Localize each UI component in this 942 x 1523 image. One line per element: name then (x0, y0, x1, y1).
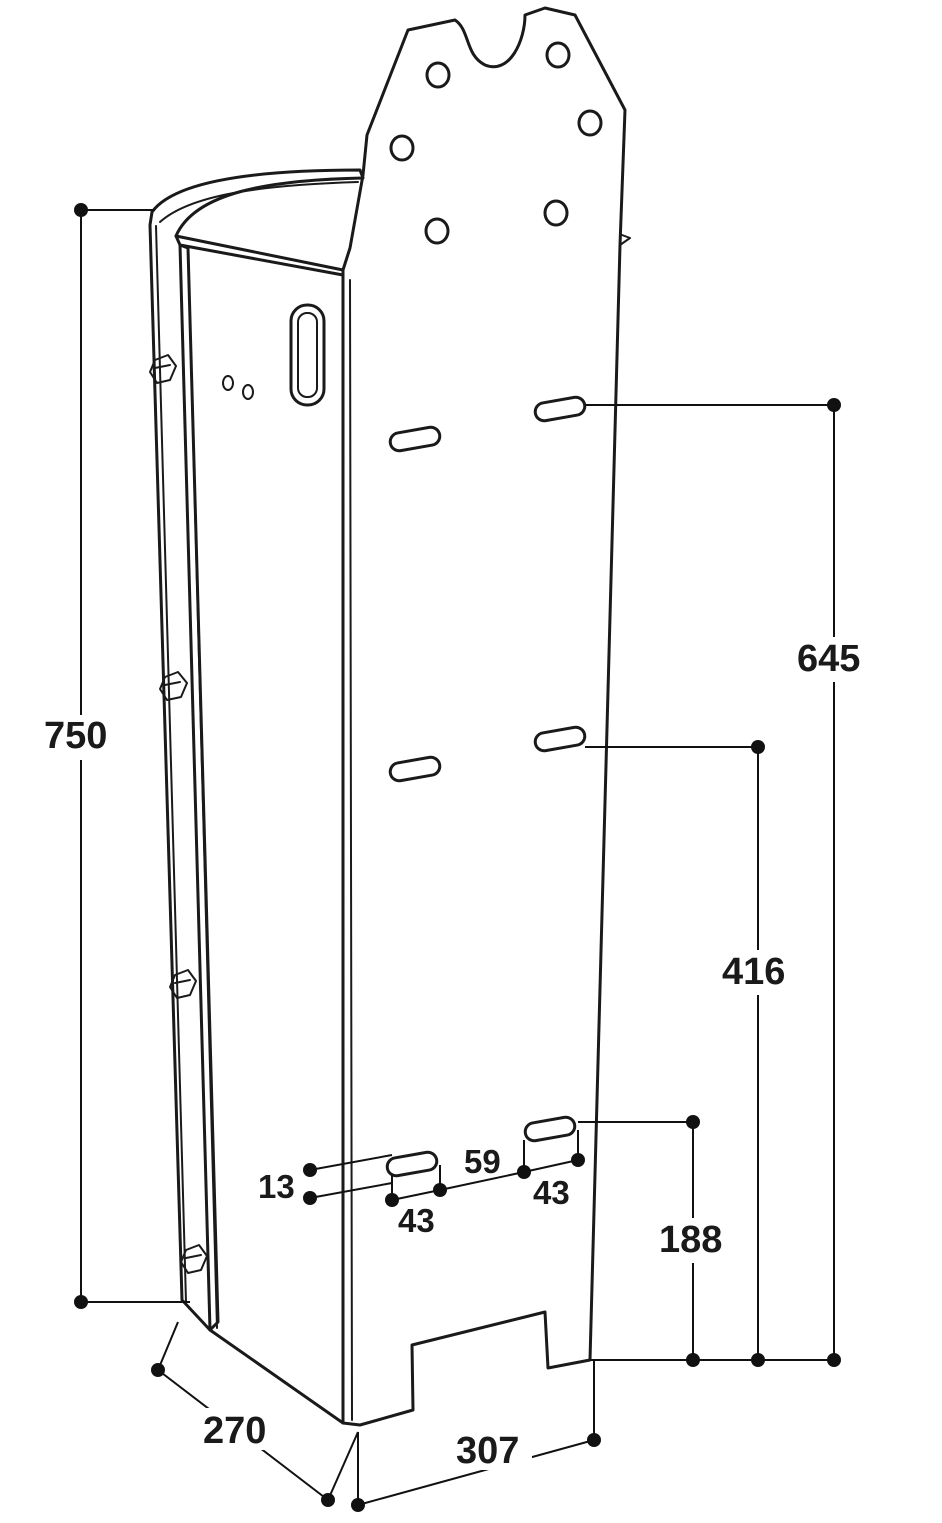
bolt (159, 671, 188, 701)
dim-label-188: 188 (659, 1219, 722, 1261)
dim-label-13: 13 (258, 1168, 295, 1205)
dim-label-645: 645 (797, 638, 860, 680)
vertical-slot (289, 303, 326, 407)
elongated-slots (385, 395, 587, 1178)
bolt (149, 354, 177, 384)
dimension-labels: 750 645 416 188 270 307 13 43 59 43 (44, 638, 860, 1472)
dim-label-59: 59 (464, 1143, 501, 1180)
mounting-holes (389, 41, 603, 245)
dim-label-307: 307 (456, 1430, 519, 1472)
dim-label-416: 416 (722, 951, 785, 993)
small-hole (242, 384, 254, 400)
dimension-lines (40, 203, 878, 1512)
front-plate-outline (341, 6, 627, 1427)
dim-label-43-right: 43 (533, 1174, 570, 1211)
left-flange (148, 210, 220, 1332)
dim-label-750: 750 (44, 715, 107, 757)
dim-label-43-left: 43 (398, 1202, 435, 1239)
dim-label-270: 270 (203, 1410, 266, 1452)
side-plate-outline (178, 243, 345, 1425)
bolt (180, 1244, 208, 1274)
top-rim (150, 168, 365, 272)
bolt (169, 969, 197, 999)
bracket-body (148, 6, 631, 1427)
small-hole (222, 375, 234, 391)
